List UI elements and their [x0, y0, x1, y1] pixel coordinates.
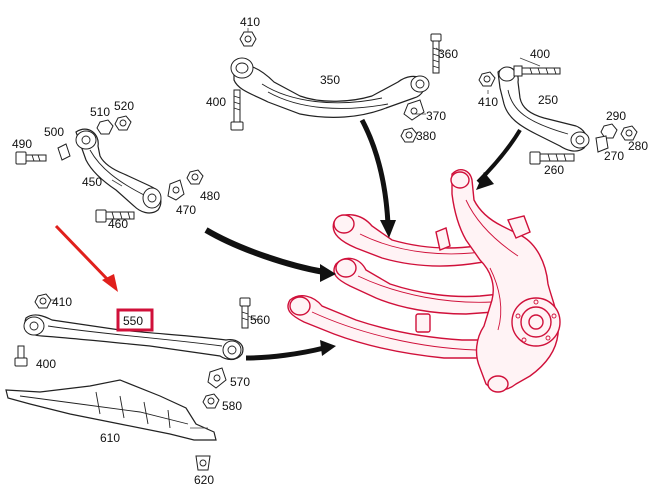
label-400-right: 400 — [530, 47, 550, 61]
nut-510 — [96, 119, 114, 135]
label-550: 550 — [123, 314, 143, 328]
nut-480 — [186, 169, 204, 185]
lower-control-arm-550 — [23, 314, 244, 361]
eccentric-washer-370 — [403, 99, 425, 121]
label-570: 570 — [230, 375, 250, 389]
label-480: 480 — [200, 189, 220, 203]
bolt-360 — [430, 33, 442, 74]
label-510: 510 — [90, 105, 110, 119]
label-610: 610 — [100, 431, 120, 445]
label-280: 280 — [628, 139, 648, 153]
label-500: 500 — [44, 125, 64, 139]
label-560: 560 — [250, 313, 270, 327]
label-360: 360 — [438, 47, 458, 61]
bolt-560 — [239, 297, 251, 329]
wheel-carrier-assembly — [287, 169, 561, 393]
upper-control-arm-350 — [230, 57, 430, 118]
label-270: 270 — [604, 149, 624, 163]
label-400-top: 400 — [206, 95, 226, 109]
label-250: 250 — [538, 93, 558, 107]
part-labels: 410 360 350 400 370 380 400 410 250 290 … — [12, 15, 648, 487]
washer-270 — [595, 135, 609, 153]
bolt-400-left — [14, 345, 28, 367]
washer-500 — [57, 143, 71, 161]
nut-380 — [400, 127, 418, 143]
label-350: 350 — [320, 73, 340, 87]
nut-410-right — [478, 71, 496, 87]
label-580: 580 — [222, 399, 242, 413]
nut-410-top — [239, 31, 257, 47]
nut-580 — [202, 393, 220, 409]
underbody-panel-610 — [5, 379, 217, 441]
eccentric-washer-470 — [167, 179, 185, 201]
tie-rod-450 — [75, 128, 162, 214]
label-410-left: 410 — [52, 295, 72, 309]
bolt-400-top — [230, 89, 244, 131]
washer-290 — [600, 123, 618, 139]
label-520: 520 — [114, 99, 134, 113]
label-290: 290 — [606, 109, 626, 123]
label-380: 380 — [416, 129, 436, 143]
label-620: 620 — [194, 473, 214, 487]
bolt-400-right — [513, 65, 561, 77]
nut-280 — [620, 125, 638, 141]
eccentric-washer-570 — [207, 367, 227, 389]
clip-620 — [195, 455, 211, 471]
highlight-box-550 — [116, 308, 154, 332]
label-400-left: 400 — [36, 357, 56, 371]
bolt-490 — [15, 151, 47, 165]
flow-arrows — [204, 118, 522, 361]
label-410-top: 410 — [240, 15, 260, 29]
label-260: 260 — [544, 163, 564, 177]
label-450: 450 — [82, 175, 102, 189]
bolt-460 — [95, 209, 135, 223]
label-460: 460 — [108, 217, 128, 231]
label-470: 470 — [176, 203, 196, 217]
washer-520 — [114, 115, 132, 131]
label-490: 490 — [12, 137, 32, 151]
label-410-right: 410 — [478, 95, 498, 109]
red-pointer-arrow — [54, 224, 118, 292]
bolt-260 — [529, 151, 575, 165]
leader-lines — [50, 28, 541, 429]
nut-410-left — [34, 293, 52, 309]
label-370: 370 — [426, 109, 446, 123]
camber-arm-250 — [497, 66, 590, 152]
